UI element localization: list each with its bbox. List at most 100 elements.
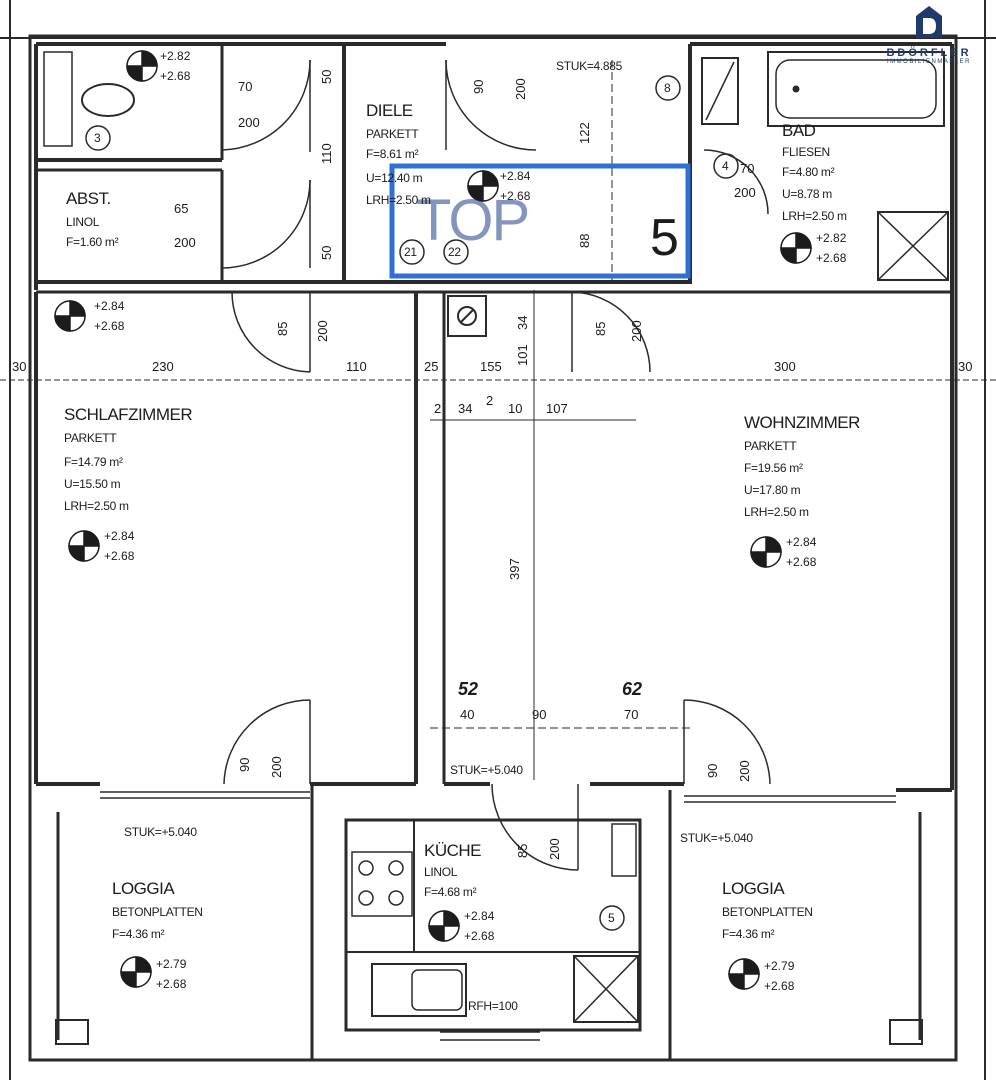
room-perimeter-schlaf: U=15.50 m [64,477,121,491]
dim-h-40: 40 [460,707,475,722]
dim-v-200-schlaf: 200 [315,320,330,342]
dim-v-200-loggia-r: 200 [737,760,752,782]
marker-21: 21 [404,245,417,259]
room-height-bad: LRH=2.50 m [782,209,847,223]
dim-v-101: 101 [515,344,530,366]
dim-h-107: 107 [546,401,568,416]
room-name-kueche: KÜCHE [424,841,482,860]
dim-v-90-loggia-l: 90 [237,757,252,772]
room-floor-kueche: LINOL [424,865,458,879]
dim-h-200-wc: 200 [238,115,260,130]
room-name-bad: BAD [782,121,816,140]
dim-h-2-b: 2 [486,393,494,408]
room-floor-abst: LINOL [66,215,100,229]
dim-h-70-wc: 70 [238,79,253,94]
dim-h-200-abst: 200 [174,235,196,250]
level-wc-bottom: +2.68 [160,69,191,83]
rfh-label: RFH=100 [468,999,518,1013]
room-name-diele: DIELE [366,101,413,120]
dim-v-85-kueche: 85 [515,843,530,858]
level-loggia-right-1: +2.79 [764,959,795,973]
dim-200-bad: 200 [734,185,756,200]
room-floor-loggia-right: BETONPLATTEN [722,905,813,919]
marker-22: 22 [448,245,461,259]
dim-v-110: 110 [319,143,334,164]
room-height-diele: LRH=2.50 m [366,193,431,207]
dim-v-34: 34 [515,315,530,330]
room-area-diele: F=8.61 m² [366,147,419,161]
room-area-wohn: F=19.56 m² [744,461,803,475]
dim-h-30-left: 30 [12,359,27,374]
brand-name: BDÖRFLER [886,47,972,59]
room-area-loggia-left: F=4.36 m² [112,927,165,941]
level-wohn-1: +2.84 [786,535,817,549]
room-name-loggia-left: LOGGIA [112,879,175,898]
level-wc-top: +2.82 [160,49,191,63]
dim-h-90: 90 [532,707,547,722]
room-floor-schlaf: PARKETT [64,431,117,445]
level-kueche-1: +2.84 [464,909,495,923]
dim-70-bad: 70 [740,161,755,176]
dim-v-200-wohn: 200 [629,320,644,342]
dim-h-30-right: 30 [958,359,973,374]
dim-h-25: 25 [424,359,439,374]
marker-3: 3 [94,131,101,145]
dim-v-90-diele: 90 [471,79,486,94]
dim-h-10: 10 [508,401,523,416]
room-floor-loggia-left: BETONPLATTEN [112,905,203,919]
dim-h-230: 230 [152,359,174,374]
level-schlaf-top-1: +2.84 [94,299,125,313]
level-loggia-right-2: +2.68 [764,979,795,993]
dim-v-200-loggia-l: 200 [269,756,284,778]
house-icon [916,6,942,38]
level-loggia-left-1: +2.79 [156,957,187,971]
marker-4: 4 [722,159,729,173]
marker-circles [85,75,739,931]
level-bad-bottom: +2.68 [816,251,847,265]
top-unit-outline [389,163,691,279]
dim-v-50-b: 50 [319,245,334,260]
room-name-abst: ABST. [66,189,111,208]
brand-tagline: IMMOBILIENMAKLER [886,59,971,65]
room-area-loggia-right: F=4.36 m² [722,927,775,941]
level-loggia-left-2: +2.68 [156,977,187,991]
room-perimeter-bad: U=8.78 m [782,187,832,201]
room-floor-bad: FLIESEN [782,145,830,159]
level-schlaf-1: +2.84 [104,529,135,543]
dim-v-90-loggia-r: 90 [705,763,720,778]
room-name-loggia-right: LOGGIA [722,879,785,898]
dim-v-88: 88 [577,233,592,248]
dim-h-110: 110 [346,359,367,374]
room-floor-wohn: PARKETT [744,439,797,453]
dim-h-34: 34 [458,401,473,416]
marker-5: 5 [608,911,615,925]
dim-h-155: 155 [480,359,502,374]
level-schlaf-top-2: +2.68 [94,319,125,333]
room-area-kueche: F=4.68 m² [424,885,477,899]
dim-v-200-diele: 200 [513,78,528,100]
room-area-schlaf: F=14.79 m² [64,455,123,469]
stuk-left: STUK=+5.040 [124,825,197,839]
room-name-wohn: WOHNZIMMER [744,413,860,432]
dim-v-397: 397 [507,558,522,580]
room-height-wohn: LRH=2.50 m [744,505,809,519]
level-symbols [54,50,812,990]
stuk-right: STUK=+5.040 [680,831,753,845]
room-perimeter-diele: U=12.40 m [366,171,423,185]
room-perimeter-wohn: U=17.80 m [744,483,801,497]
dim-h-2-a: 2 [434,401,442,416]
dim-h-65: 65 [174,201,189,216]
dim-v-200-kueche: 200 [547,838,562,860]
level-wohn-2: +2.68 [786,555,817,569]
dim-v-122: 122 [577,122,592,144]
level-diele-top: +2.84 [500,169,531,183]
dim-v-50-a: 50 [319,69,334,84]
room-height-schlaf: LRH=2.50 m [64,499,129,513]
dim-big-52: 52 [458,679,479,699]
room-area-abst: F=1.60 m² [66,235,119,249]
top-label: TOP [416,188,530,253]
stuk-top: STUK=4.885 [556,59,623,73]
marker-8: 8 [664,81,671,95]
room-name-schlaf: SCHLAFZIMMER [64,405,193,424]
